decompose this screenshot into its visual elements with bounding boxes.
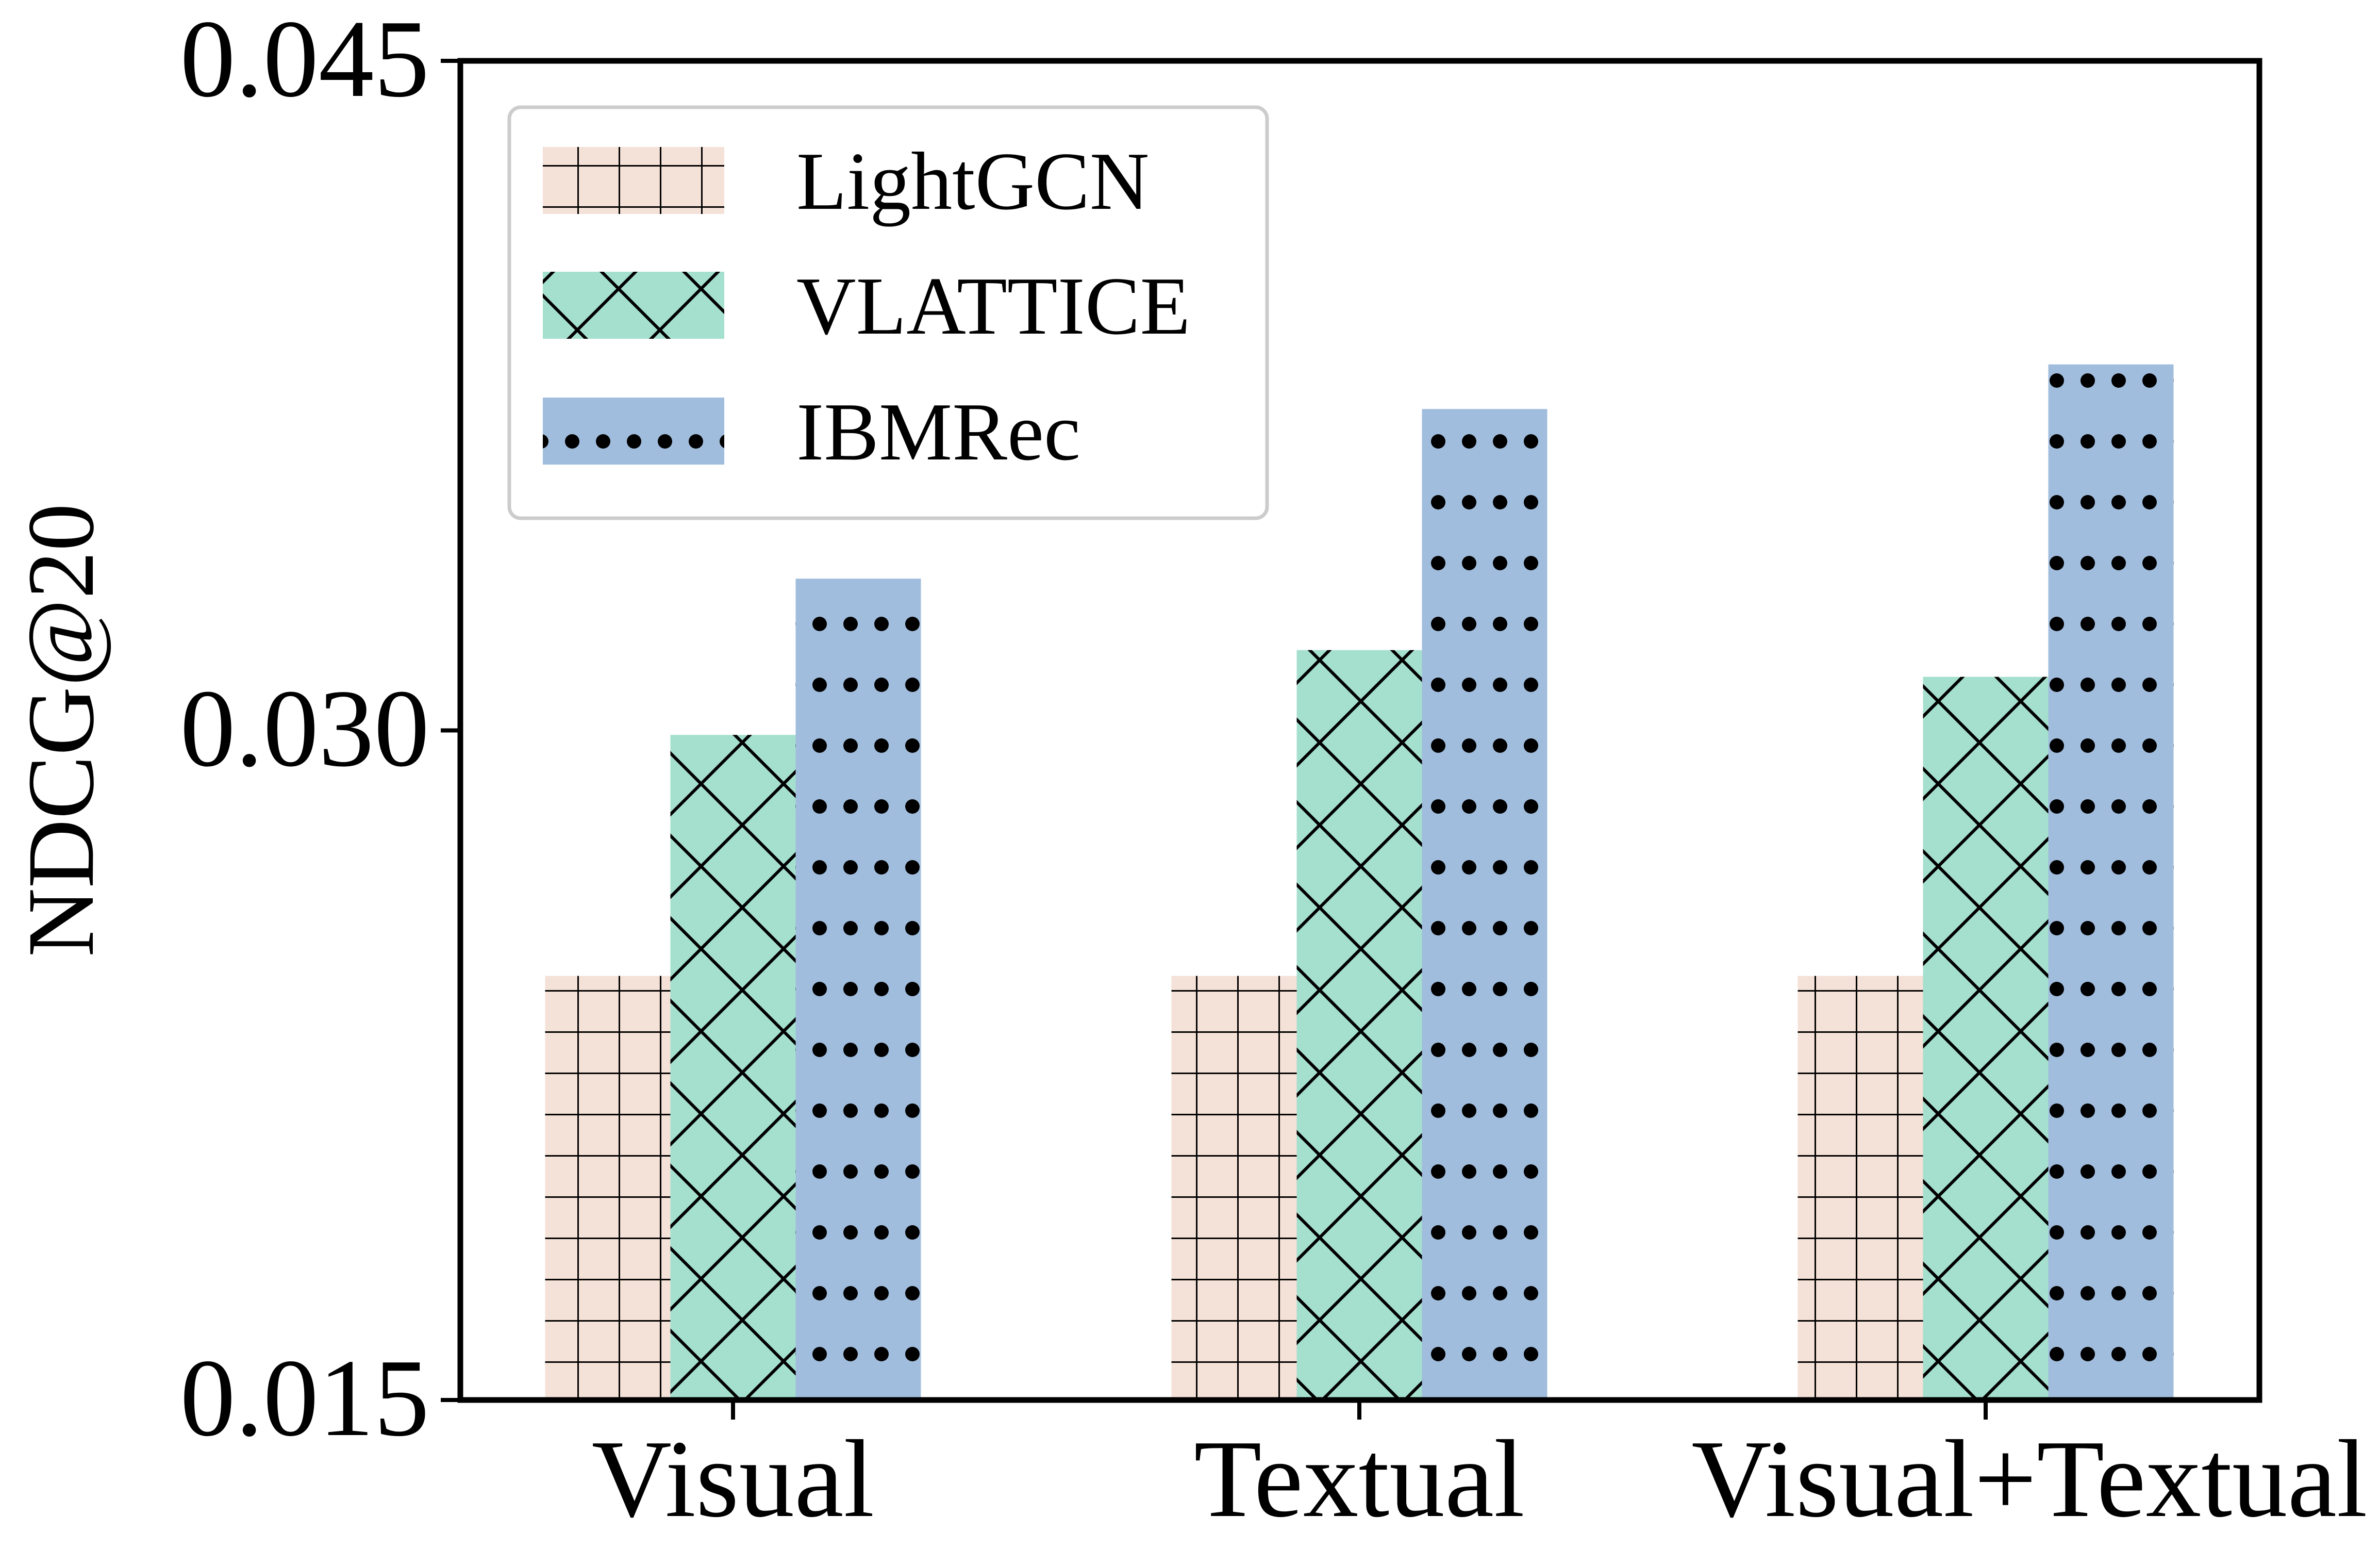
bar-vlattice-visual-textual <box>1923 677 2049 1400</box>
x-tick-label: Visual+Textual <box>1691 1417 2367 1540</box>
y-axis-label: NDCG@20 <box>8 503 114 957</box>
bar-vlattice-textual <box>1296 650 1422 1400</box>
bars-layer <box>545 364 2174 1401</box>
bar-lightgcn-visual-textual <box>1798 976 1923 1400</box>
x-tick-label: Visual <box>592 1417 874 1540</box>
bar-ibmrec-textual <box>1422 409 1547 1401</box>
x-tick-label: Textual <box>1194 1417 1525 1540</box>
y-tick-label: 0.030 <box>180 667 429 790</box>
y-tick-label: 0.045 <box>180 0 429 120</box>
y-tick-label: 0.015 <box>180 1336 429 1459</box>
legend-label-vlattice: VLATTICE <box>796 260 1190 352</box>
legend-swatch-lightgcn <box>543 147 724 214</box>
legend-label-ibmrec: IBMRec <box>796 386 1080 477</box>
legend-label-lightgcn: LightGCN <box>796 135 1149 227</box>
bar-lightgcn-visual <box>545 976 671 1400</box>
bar-ibmrec-visual-textual <box>2048 364 2174 1401</box>
bar-lightgcn-textual <box>1171 976 1297 1400</box>
legend-swatch-vlattice <box>543 272 724 339</box>
bar-ibmrec-visual <box>795 579 921 1400</box>
legend-swatch-ibmrec <box>543 398 724 465</box>
bar-vlattice-visual <box>670 735 796 1400</box>
legend: LightGCN VLATTICE IBMRec <box>507 105 1269 520</box>
